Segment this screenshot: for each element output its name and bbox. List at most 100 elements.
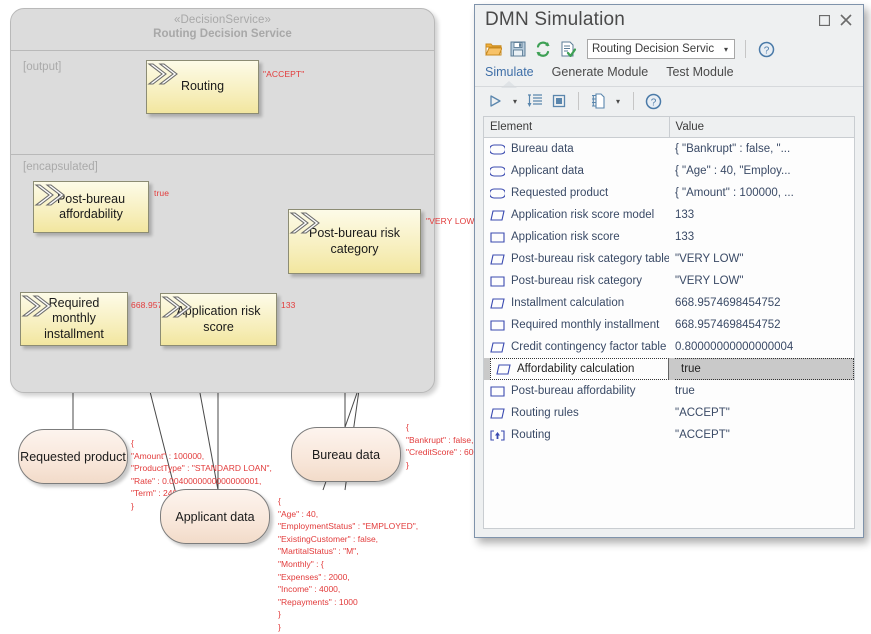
table-row[interactable]: Routing"ACCEPT" [484, 424, 854, 446]
tab-simulate[interactable]: Simulate [485, 65, 534, 79]
decision-icon [490, 385, 505, 397]
table-row[interactable]: Bureau data{ "Bankrupt" : false, "... [484, 138, 854, 161]
element-label: Post-bureau risk category table [511, 253, 669, 265]
model-selector-combobox[interactable]: Routing Decision Servic ▾ [587, 39, 735, 59]
cell-value[interactable]: { "Age" : 40, "Employ... [669, 160, 854, 182]
model-selector-value: Routing Decision Servic [592, 43, 715, 55]
element-cell-content: Routing [490, 424, 669, 446]
cell-value[interactable]: "ACCEPT" [669, 424, 854, 446]
element-cell-content: Required monthly installment [490, 314, 669, 336]
cell-value[interactable]: true [669, 358, 854, 380]
cell-value[interactable]: 133 [669, 226, 854, 248]
cell-value[interactable]: { "Bankrupt" : false, "... [669, 138, 854, 161]
input-data-icon [490, 143, 505, 155]
element-label: Required monthly installment [511, 319, 660, 331]
cell-element[interactable]: Bureau data [484, 138, 669, 161]
cell-value[interactable]: "ACCEPT" [669, 402, 854, 424]
cell-element[interactable]: Routing rules [484, 402, 669, 424]
cell-element[interactable]: Application risk score [484, 226, 669, 248]
cell-element[interactable]: Required monthly installment [484, 314, 669, 336]
decision-icon [490, 319, 505, 331]
cell-element[interactable]: Installment calculation [484, 292, 669, 314]
cell-element[interactable]: Post-bureau risk category [484, 270, 669, 292]
cell-element[interactable]: Credit contingency factor table [484, 336, 669, 358]
element-cell-content: Requested product [490, 182, 669, 204]
help-button[interactable]: ? [756, 39, 776, 59]
run-dropdown-button[interactable]: ▾ [509, 91, 521, 111]
chevron-down-icon[interactable]: ▾ [723, 44, 728, 54]
simulation-toolbar[interactable]: ▾ ▾ [475, 88, 863, 114]
input-data-icon [490, 187, 505, 199]
decision-node-required-monthly-installment[interactable]: Required monthly installment [20, 292, 128, 346]
open-button[interactable] [483, 39, 503, 59]
annotation-post-bureau-risk-category: "VERY LOW" [426, 216, 478, 226]
tab-bar[interactable]: Simulate Generate Module Test Module [475, 63, 863, 88]
cell-value[interactable]: 133 [669, 204, 854, 226]
tab-generate-module[interactable]: Generate Module [551, 65, 649, 79]
input-data-node-requested-product[interactable]: Requested product [18, 429, 128, 484]
decision-node-post-bureau-risk-category[interactable]: Post-bureau risk category [288, 209, 421, 274]
simulation-help-button[interactable]: ? [643, 91, 663, 111]
table-row[interactable]: Requested product{ "Amount" : 100000, ..… [484, 182, 854, 204]
cell-value[interactable]: 668.9574698454752 [669, 292, 854, 314]
cell-element[interactable]: Requested product [484, 182, 669, 204]
table-row[interactable]: Post-bureau risk category table"VERY LOW… [484, 248, 854, 270]
value-cell-content: { "Age" : 40, "Employ... [675, 160, 854, 182]
cell-element[interactable]: Application risk score model [484, 204, 669, 226]
close-button[interactable] [835, 9, 857, 31]
column-header-value[interactable]: Value [669, 117, 854, 138]
element-label: Applicant data [511, 165, 584, 177]
decision-node-routing[interactable]: Routing [146, 60, 259, 114]
decision-node-application-risk-score[interactable]: Application risk score [160, 293, 277, 346]
decision-service-icon [490, 429, 505, 441]
table-row[interactable]: Applicant data { "Age" : 40, "Employ... [484, 160, 854, 182]
cell-value[interactable]: "VERY LOW" [669, 248, 854, 270]
input-data-node-bureau-data[interactable]: Bureau data [291, 427, 401, 482]
tab-test-module[interactable]: Test Module [666, 65, 734, 79]
table-row[interactable]: Routing rules "ACCEPT" [484, 402, 854, 424]
value-label: 133 [675, 231, 695, 243]
table-row[interactable]: Application risk score 133 [484, 226, 854, 248]
element-cell-content: Post-bureau risk category [490, 270, 669, 292]
cell-element[interactable]: Post-bureau risk category table [484, 248, 669, 270]
value-label: { "Age" : 40, "Employ... [675, 165, 791, 177]
decision-chevron-icon [21, 295, 52, 317]
cell-value[interactable]: "VERY LOW" [669, 270, 854, 292]
toolbar-separator [633, 92, 634, 110]
dmn-simulation-window[interactable]: DMN Simulation [474, 4, 864, 538]
cell-element[interactable]: Affordability calculation [484, 358, 669, 380]
cell-element[interactable]: Applicant data [484, 160, 669, 182]
cell-value[interactable]: 668.9574698454752 [669, 314, 854, 336]
module-button[interactable] [588, 91, 608, 111]
value-label: 133 [675, 209, 695, 221]
module-dropdown-button[interactable]: ▾ [612, 91, 624, 111]
maximize-button[interactable] [813, 9, 835, 31]
table-row[interactable]: Required monthly installment 668.95746984… [484, 314, 854, 336]
decision-node-post-bureau-affordability[interactable]: Post-bureau affordability [33, 181, 149, 233]
bkm-icon [490, 297, 505, 309]
main-toolbar[interactable]: Routing Decision Servic ▾ ? [475, 35, 863, 63]
step-button[interactable] [525, 91, 545, 111]
window-titlebar[interactable]: DMN Simulation [475, 5, 863, 35]
cell-value[interactable]: { "Amount" : 100000, ... [669, 182, 854, 204]
column-header-element[interactable]: Element [484, 117, 670, 138]
save-button[interactable] [508, 39, 528, 59]
element-label: Routing rules [511, 407, 579, 419]
simulation-results-table-wrap[interactable]: Element Value Bureau data{ "Bankrupt" : … [483, 116, 855, 529]
validate-button[interactable] [558, 39, 578, 59]
run-button[interactable] [485, 91, 505, 111]
cell-value[interactable]: true [669, 380, 854, 402]
cell-element[interactable]: Post-bureau affordability [484, 380, 669, 402]
stop-button[interactable] [549, 91, 569, 111]
table-row[interactable]: Post-bureau risk category"VERY LOW" [484, 270, 854, 292]
table-row[interactable]: Application risk score model 133 [484, 204, 854, 226]
decision-icon [490, 275, 505, 287]
refresh-button[interactable] [533, 39, 553, 59]
input-data-node-applicant-data[interactable]: Applicant data [160, 489, 270, 544]
cell-element[interactable]: Routing [484, 424, 669, 446]
cell-value[interactable]: 0.80000000000000004 [669, 336, 854, 358]
